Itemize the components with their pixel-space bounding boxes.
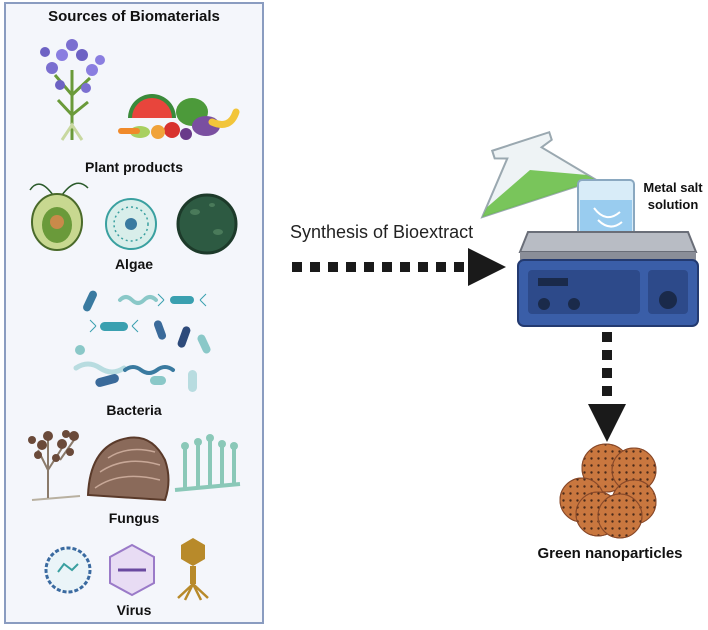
synthesis-arrow-label: Synthesis of Bioextract xyxy=(290,222,474,242)
label-bacteria: Bacteria xyxy=(106,402,162,418)
label-virus: Virus xyxy=(116,602,152,618)
label-fungus: Fungus xyxy=(108,510,160,526)
label-algae: Algae xyxy=(114,256,154,272)
fungus-mold-icon xyxy=(28,430,81,501)
algae-spherical-cell-icon xyxy=(176,193,238,255)
metal-salt-label-line2: solution xyxy=(647,197,699,212)
virus-icosahedral-icon xyxy=(109,543,155,597)
algae-chlamydomonas-icon xyxy=(29,182,89,251)
algae-diatom-icon xyxy=(105,198,157,250)
downward-arrow xyxy=(588,332,626,442)
synthesis-arrow xyxy=(292,248,506,286)
panel-title: Sources of Biomaterials xyxy=(48,8,220,25)
fungus-bracket-icon xyxy=(86,436,170,502)
green-nanoparticles-label: Green nanoparticles xyxy=(537,545,683,562)
virus-bacteriophage-icon xyxy=(177,538,209,601)
fungus-hyphae-icon xyxy=(174,434,241,492)
flask-icon xyxy=(480,130,599,219)
metal-salt-label-line1: Metal salt xyxy=(643,180,703,195)
nanoparticles-icon xyxy=(559,443,657,539)
flowering-plant-icon xyxy=(40,39,105,141)
fruits-vegetables-icon xyxy=(118,94,240,140)
virus-spherical-icon xyxy=(44,546,92,594)
bacteria-cluster-icon xyxy=(73,290,211,392)
magnetic-stirrer-icon xyxy=(517,231,699,327)
label-plant-products: Plant products xyxy=(84,159,184,175)
